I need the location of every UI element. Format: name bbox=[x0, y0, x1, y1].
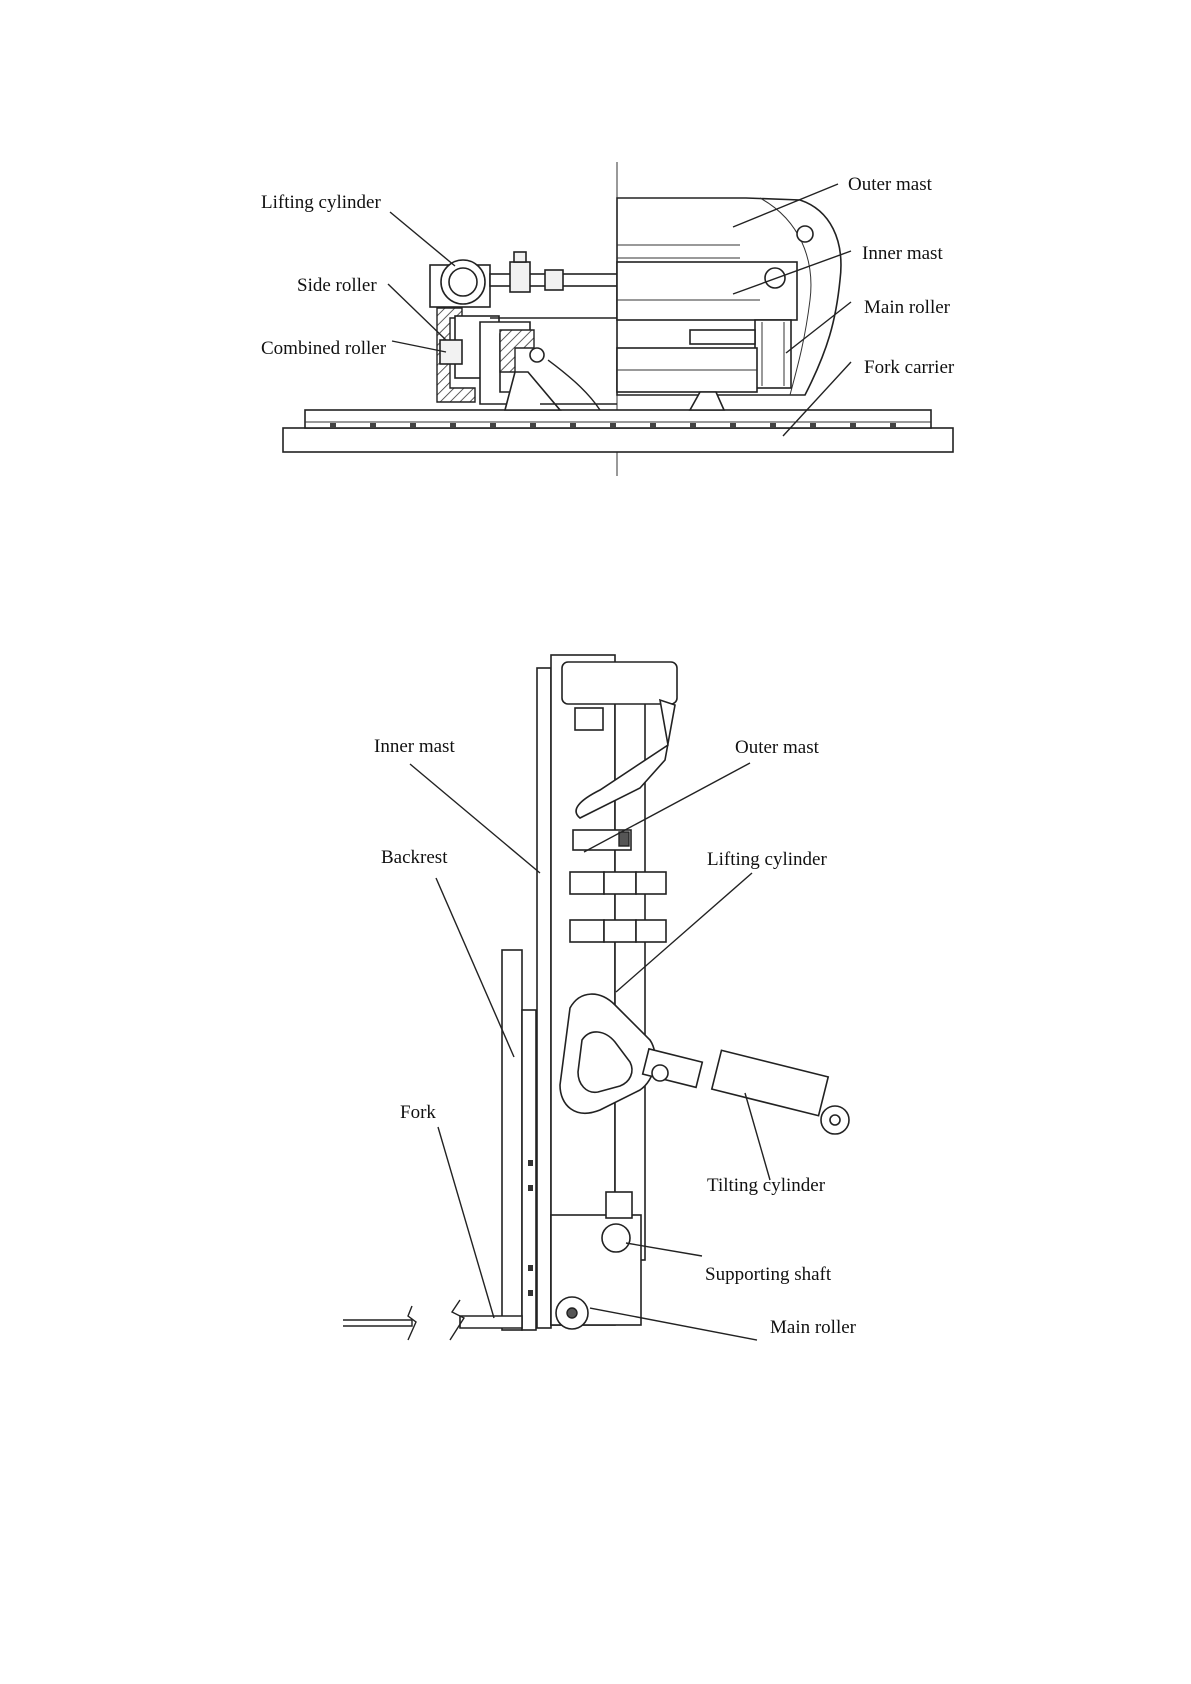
tilt-cylinder-joint bbox=[643, 1049, 703, 1088]
label-lifting-cylinder-top: Lifting cylinder bbox=[261, 192, 381, 213]
lift-block-upper-2 bbox=[604, 872, 636, 894]
label-main-roller-top: Main roller bbox=[864, 297, 951, 318]
fork-carrier-plate bbox=[283, 428, 953, 452]
label-combined-roller: Combined roller bbox=[261, 338, 387, 359]
label-fork: Fork bbox=[400, 1102, 436, 1123]
label-lifting-cylinder-side: Lifting cylinder bbox=[707, 849, 827, 870]
valve-cap bbox=[514, 252, 526, 262]
mast-top-cap bbox=[562, 662, 677, 704]
label-fork-carrier: Fork carrier bbox=[864, 357, 955, 378]
bolt-left bbox=[530, 348, 544, 362]
chain-anchor bbox=[619, 832, 629, 846]
label-inner-mast-top: Inner mast bbox=[862, 243, 943, 264]
upper-block bbox=[575, 708, 603, 730]
roller-axle-right bbox=[690, 330, 755, 344]
label-side-roller: Side roller bbox=[297, 275, 377, 296]
bracket-left bbox=[500, 330, 534, 372]
lift-block-lower-1 bbox=[570, 920, 604, 942]
fork-carrier-bar bbox=[305, 410, 931, 428]
fork-carrier-slots bbox=[330, 423, 896, 428]
supporting-shaft bbox=[602, 1224, 630, 1252]
top-view-diagram bbox=[283, 162, 953, 476]
lift-block-upper-3 bbox=[636, 872, 666, 894]
cylinder-base bbox=[606, 1192, 632, 1218]
hose-left bbox=[548, 360, 600, 410]
tilt-cylinder-eye-pin bbox=[830, 1115, 840, 1125]
lift-block-lower-2 bbox=[604, 920, 636, 942]
outer-mast-pin bbox=[797, 226, 813, 242]
hose-fitting bbox=[545, 270, 563, 290]
label-outer-mast-top: Outer mast bbox=[848, 174, 933, 195]
valve-fitting bbox=[510, 262, 530, 292]
lift-block-upper-1 bbox=[570, 872, 604, 894]
tilt-pivot bbox=[652, 1065, 668, 1081]
label-main-roller-side: Main roller bbox=[770, 1317, 857, 1338]
tilting-cylinder-body bbox=[712, 1050, 828, 1115]
fork-break-1 bbox=[450, 1300, 464, 1340]
label-outer-mast-side: Outer mast bbox=[735, 737, 820, 758]
fork-shank bbox=[522, 1010, 536, 1330]
main-roller-hub bbox=[567, 1308, 577, 1318]
label-supporting-shaft: Supporting shaft bbox=[705, 1264, 832, 1285]
main-roller-right bbox=[755, 320, 791, 388]
lifting-cylinder-rod bbox=[449, 268, 477, 296]
backrest bbox=[502, 950, 522, 1330]
fork-blade bbox=[460, 1316, 522, 1328]
fork-tip bbox=[343, 1320, 412, 1326]
inner-mast-upright bbox=[537, 668, 551, 1328]
label-inner-mast-side: Inner mast bbox=[374, 736, 455, 757]
lift-block-lower-3 bbox=[636, 920, 666, 942]
label-backrest: Backrest bbox=[381, 847, 448, 868]
label-tilting-cylinder: Tilting cylinder bbox=[707, 1175, 826, 1196]
